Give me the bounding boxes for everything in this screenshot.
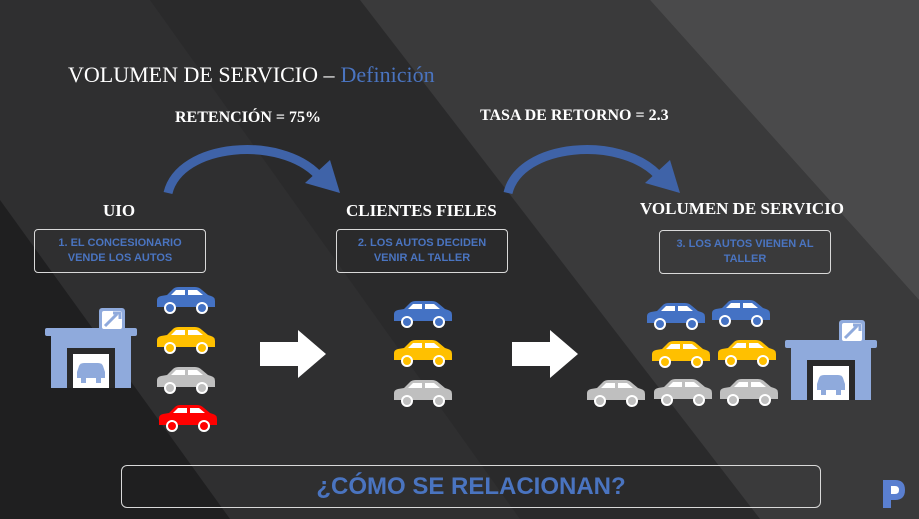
slide-title: VOLUMEN DE SERVICIO –Definición (68, 62, 435, 88)
car-icon (720, 379, 778, 406)
stage-description-2: 2. LOS AUTOS DECIDEN VENIR AL TALLER (336, 229, 508, 273)
curved-arrow-icon (503, 145, 680, 195)
car-icon (394, 340, 452, 367)
stage-description-3: 3. LOS AUTOS VIENEN AL TALLER (659, 230, 831, 274)
question-box: ¿CÓMO SE RELACIONAN? (121, 465, 821, 508)
brand-logo-icon (883, 480, 905, 508)
return-rate-formula: TASA DE RETORNO = 2.3 (480, 107, 669, 124)
car-icon (587, 380, 645, 407)
car-icon (652, 341, 710, 368)
stage-description-1: 1. EL CONCESIONARIO VENDE LOS AUTOS (34, 229, 206, 273)
car-icon (157, 327, 215, 354)
car-icon (394, 380, 452, 407)
car-icon (394, 301, 452, 328)
car-icon (647, 303, 705, 330)
car-icon (718, 340, 776, 367)
car-icon (157, 367, 215, 394)
curved-arrow-icon (163, 145, 340, 195)
car-icon (159, 405, 217, 432)
car-icon (157, 287, 215, 314)
car-icon (712, 300, 770, 327)
stage-label-clientes-fieles: CLIENTES FIELES (346, 201, 497, 220)
title-main: VOLUMEN DE SERVICIO – (68, 62, 335, 87)
workshop-icon (45, 308, 137, 390)
right-arrow-icon (512, 330, 578, 378)
stage-label-uio: UIO (103, 201, 136, 220)
workshop-icon (785, 320, 877, 402)
title-accent: Definición (340, 62, 435, 87)
stage-label-volumen: VOLUMEN DE SERVICIO (640, 199, 845, 218)
right-arrow-icon (260, 330, 326, 378)
retention-formula: RETENCIÓN = 75% (175, 109, 322, 126)
question-text: ¿CÓMO SE RELACIONAN? (316, 472, 626, 500)
car-icon (654, 379, 712, 406)
